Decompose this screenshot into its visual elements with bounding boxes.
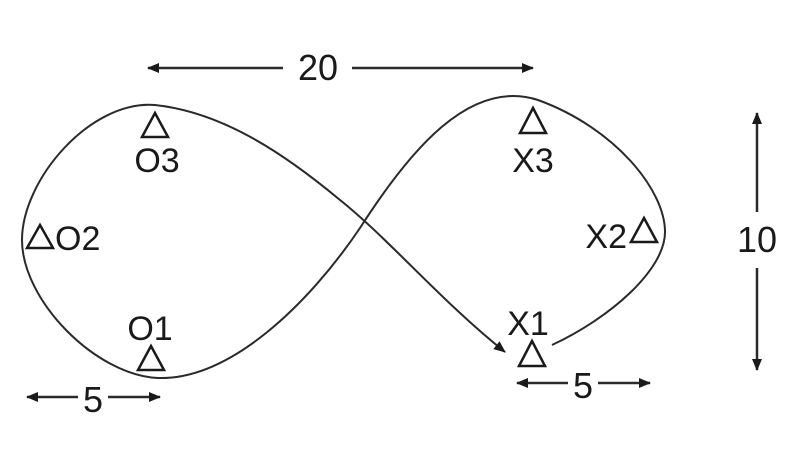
cone-o3-triangle-icon [139,110,171,139]
cone-x1-triangle-icon [516,338,548,368]
bottom-left-dimension: 5 [26,379,161,420]
figure-eight-path [20,94,667,380]
top-dimension: 20 [147,47,534,88]
cone-x1: X1 [507,305,549,368]
cone-o1-label: O1 [127,310,172,348]
bottom-left-dimension-label: 5 [83,379,103,420]
cone-o3-label: O3 [134,142,179,180]
bottom-right-dimension: 5 [516,365,651,406]
cone-x2-label: X2 [585,218,627,256]
top-dimension-label: 20 [298,47,338,88]
cone-x3-triangle-icon [517,105,549,135]
cone-o3: O3 [134,110,180,180]
bottom-right-dimension-label: 5 [573,365,593,406]
cone-o2-label: O2 [55,220,100,258]
right-dimension-label: 10 [737,219,777,260]
cone-o1: O1 [127,310,173,372]
cone-o2: O2 [24,220,100,258]
cone-x1-label: X1 [507,305,549,343]
right-dimension: 10 [737,112,777,371]
cone-o2-triangle-icon [24,222,56,250]
cone-x2-triangle-icon [628,215,660,244]
cone-x3: X3 [512,105,554,180]
cone-o1-triangle-icon [135,343,167,372]
cone-x2: X2 [585,215,660,256]
cone-x3-label: X3 [512,142,554,180]
